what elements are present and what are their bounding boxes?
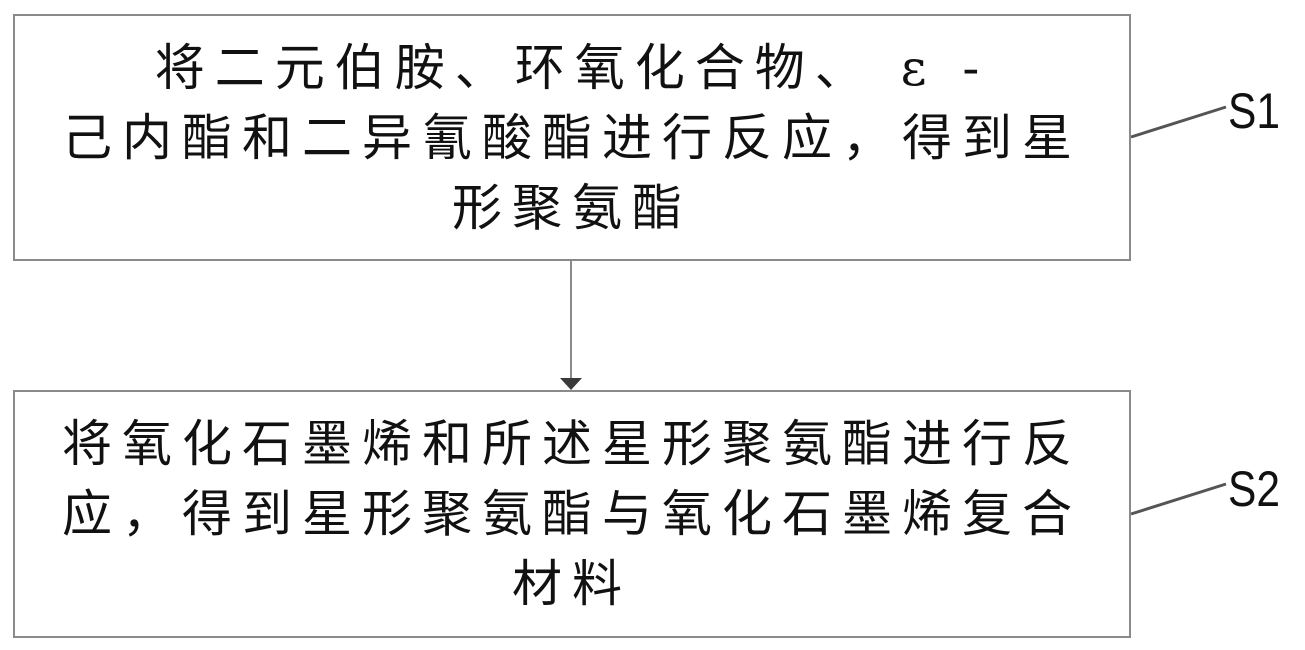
- s1-leader-line: [1130, 105, 1227, 139]
- step-s2-line-3: 材料: [512, 555, 632, 613]
- step-label-s1: S1: [1228, 83, 1280, 139]
- step-s2-line-2: 应，得到星形聚氨酯与氧化石墨烯复合: [62, 485, 1082, 543]
- step-s1-line-3: 形聚氨酯: [452, 178, 692, 237]
- step-box-s1: 将二元伯胺、环氧化合物、 ε - 己内酯和二异氰酸酯进行反应，得到星 形聚氨酯: [13, 14, 1131, 261]
- step-s1-line-1: 将二元伯胺、环氧化合物、 ε -: [154, 38, 990, 97]
- step-s2-text: 将氧化石墨烯和所述星形聚氨酯进行反 应，得到星形聚氨酯与氧化石墨烯复合 材料: [27, 409, 1117, 619]
- step-s1-line-2: 己内酯和二异氰酸酯进行反应，得到星: [62, 108, 1082, 167]
- step-label-s2: S2: [1228, 461, 1280, 517]
- arrow-head-icon: [560, 378, 582, 390]
- step-s2-line-1: 将氧化石墨烯和所述星形聚氨酯进行反: [62, 415, 1082, 473]
- s2-leader-line: [1130, 482, 1227, 516]
- step-box-s2: 将氧化石墨烯和所述星形聚氨酯进行反 应，得到星形聚氨酯与氧化石墨烯复合 材料: [13, 390, 1131, 638]
- step-s1-text: 将二元伯胺、环氧化合物、 ε - 己内酯和二异氰酸酯进行反应，得到星 形聚氨酯: [27, 33, 1117, 243]
